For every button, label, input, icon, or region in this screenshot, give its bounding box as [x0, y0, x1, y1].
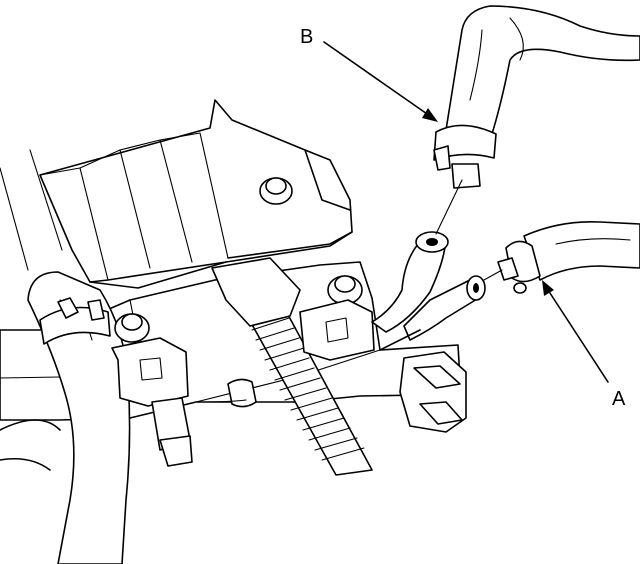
bracket-bolt-left	[114, 313, 150, 343]
conduit-support	[211, 257, 301, 327]
pipe-stub-b	[371, 231, 449, 333]
left-hose-clamp	[39, 297, 111, 345]
hose-b	[433, 5, 640, 189]
callout-b-leader	[323, 41, 438, 122]
hose-a-alignment-line	[483, 269, 503, 281]
bracket-bolt-right	[327, 275, 363, 305]
connector-bracket	[399, 351, 467, 433]
callout-label-a: A	[612, 388, 626, 410]
hose-a-clamp	[497, 240, 541, 294]
engine-cover	[0, 99, 353, 289]
callout-a-leader	[542, 280, 609, 383]
hose-a	[497, 220, 640, 294]
pipe-stub-a	[403, 275, 486, 341]
bracket-hose-clip-right	[299, 299, 375, 361]
left-coolant-hose	[0, 271, 131, 564]
hose-b-clamp	[433, 124, 497, 189]
bracket-hose-clip-left	[111, 337, 193, 467]
bleed-fitting	[195, 378, 257, 408]
hose-b-alignment-line	[435, 179, 463, 235]
cover-bolt	[259, 177, 293, 205]
callout-label-b: B	[300, 26, 313, 48]
